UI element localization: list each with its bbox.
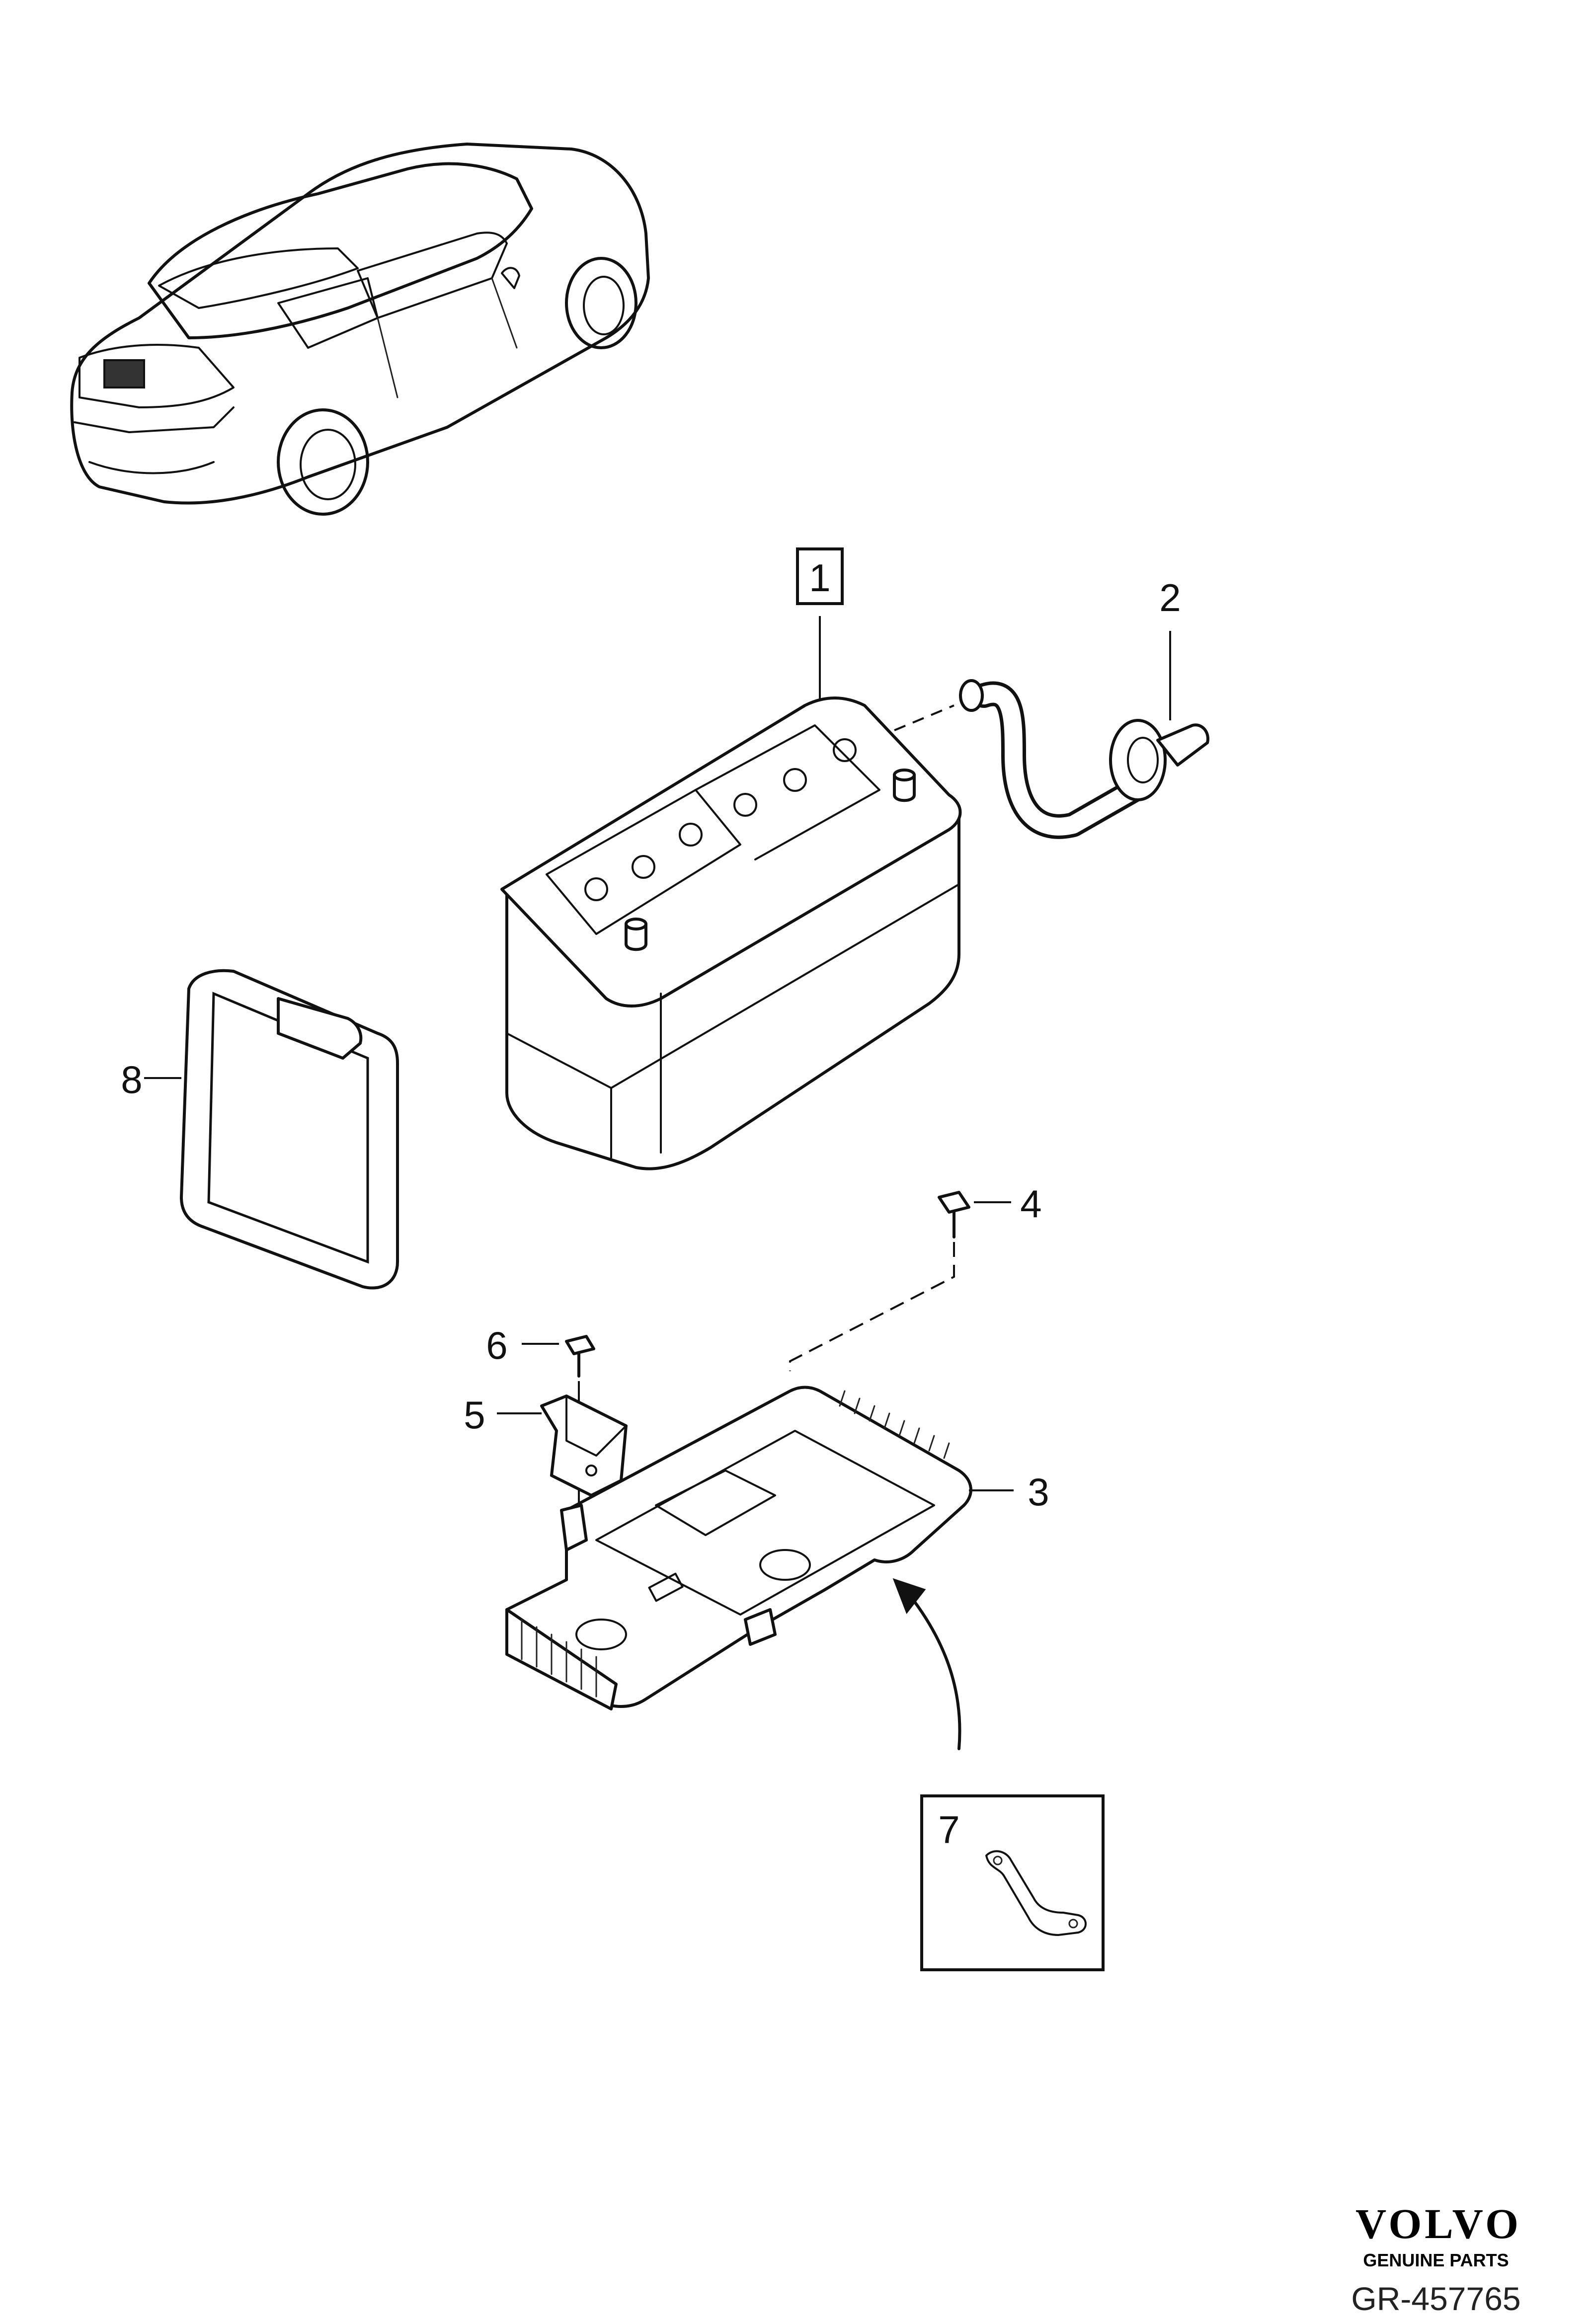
genuine-parts-label: GENUINE PARTS: [1363, 2250, 1509, 2270]
callout-insulation-cover: 8: [121, 1058, 142, 1101]
ground-strap-arrow: [892, 1578, 961, 1750]
callout-battery-tray: 3: [1028, 1470, 1049, 1514]
callout-battery: 1: [809, 556, 830, 600]
callout-box-battery: [796, 547, 844, 605]
tray-bolt-illustration: [789, 1191, 1011, 1371]
diagram-reference-number: GR-457765: [1351, 2280, 1520, 2317]
vent-hose-illustration: [959, 631, 1209, 839]
ground-strap-detail-box: [920, 1794, 1105, 1971]
callout-bracket-bolt: 6: [486, 1323, 507, 1367]
vehicle-overview-illustration: [70, 143, 650, 516]
ground-strap-illustration: [985, 1850, 1087, 1936]
battery-location-marker: [103, 359, 145, 388]
bracket-illustration: [497, 1394, 628, 1497]
battery-illustration: [500, 616, 962, 1170]
insulation-cover-illustration: [144, 969, 399, 1290]
callout-bracket: 5: [464, 1393, 485, 1437]
callout-vent-hose: 2: [1159, 576, 1181, 620]
volvo-logo: VOLVO: [1355, 2200, 1521, 2247]
battery-tray-illustration: [505, 1386, 1014, 1710]
callout-tray-bolt: 4: [1020, 1182, 1041, 1226]
callout-ground-strap: 7: [938, 1808, 959, 1852]
